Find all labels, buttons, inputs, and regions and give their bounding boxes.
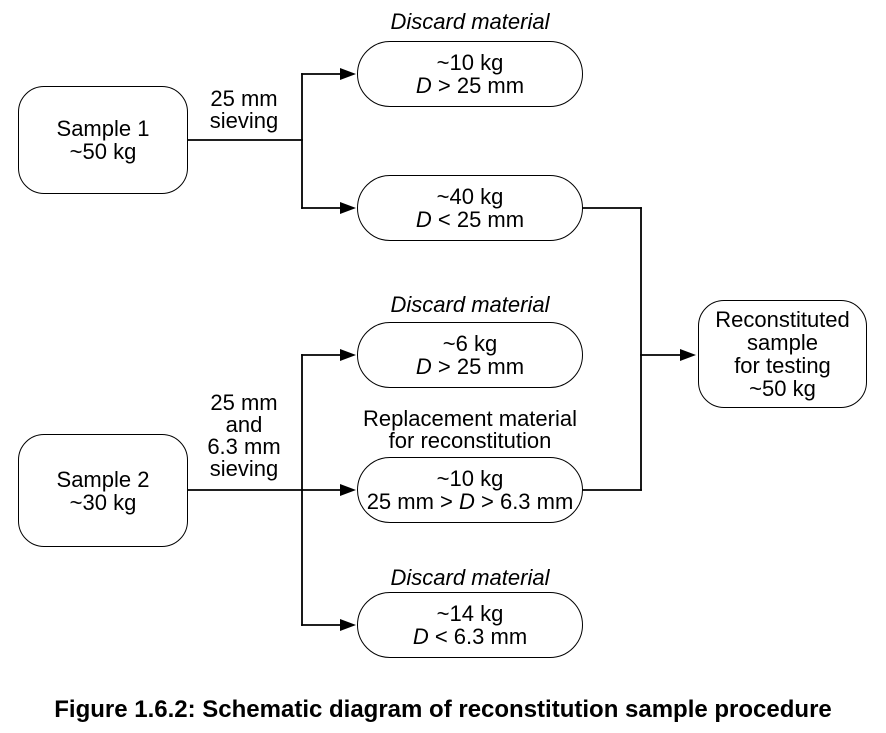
node-discard-s2-under-6-3mm: ~14 kg D < 6.3 mm <box>357 592 583 658</box>
label-discard-material-2: Discard material <box>390 292 550 317</box>
node-reconstituted-line1: Reconstituted <box>715 307 850 332</box>
node-condition: D < 6.3 mm <box>413 625 527 648</box>
node-reconstituted-line4: ~50 kg <box>749 376 816 401</box>
condition-d: D <box>459 489 475 514</box>
condition-rest: < 25 mm <box>431 207 525 232</box>
node-reconstituted-line3: for testing <box>734 353 831 378</box>
figure-caption: Figure 1.6.2: Schematic diagram of recon… <box>54 696 832 723</box>
condition-rest: > 25 mm <box>431 73 525 98</box>
node-discard-s2-over-25mm: ~6 kg D > 25 mm <box>357 322 583 388</box>
condition-rest: > 25 mm <box>431 354 525 379</box>
arrowhead-discard2 <box>340 349 356 361</box>
label-sieving-sample2-line3: 6.3 mm <box>207 434 281 459</box>
label-sieving-sample2-line1: 25 mm <box>210 390 278 415</box>
label-sieving-sample2-line4: sieving <box>209 456 279 481</box>
condition-d: D <box>412 624 429 649</box>
label-sieving-sample2-line2: and <box>225 412 263 437</box>
arrowhead-reconstituted <box>680 349 696 361</box>
node-sample-1-name: Sample 1 <box>56 116 150 141</box>
condition-rest: < 6.3 mm <box>428 624 528 649</box>
arrowhead-under25 <box>340 202 356 214</box>
arrowhead-discard1 <box>340 68 356 80</box>
condition-d: D <box>415 73 432 98</box>
node-condition: D > 25 mm <box>416 74 524 97</box>
label-discard-material-3: Discard material <box>390 565 550 590</box>
node-condition: 25 mm > D > 6.3 mm <box>367 490 574 513</box>
node-reconstituted-line2: sample <box>747 330 818 355</box>
node-weight: ~10 kg <box>436 466 504 491</box>
node-sample-1: Sample 1 ~50 kg <box>18 86 188 194</box>
node-under-25mm: ~40 kg D < 25 mm <box>357 175 583 241</box>
node-sample-2: Sample 2 ~30 kg <box>18 434 188 547</box>
node-reconstituted-sample: Reconstituted sample for testing ~50 kg <box>698 300 867 408</box>
condition-d: D <box>415 207 432 232</box>
arrowhead-replacement <box>340 484 356 496</box>
label-replacement-material: Replacement material for reconstitution <box>357 408 583 452</box>
node-replacement-material: ~10 kg 25 mm > D > 6.3 mm <box>357 457 583 523</box>
node-discard-s1-over-25mm: ~10 kg D > 25 mm <box>357 41 583 107</box>
node-sample-1-weight: ~50 kg <box>69 139 137 164</box>
node-condition: D < 25 mm <box>416 208 524 231</box>
label-sieving-sample1-line1: 25 mm <box>210 86 278 111</box>
node-sample-2-weight: ~30 kg <box>69 489 137 515</box>
label-sieving-sample1-line2: sieving <box>209 108 279 133</box>
label-sieving-sample1: 25 mm sieving <box>184 88 304 132</box>
condition-d: D <box>415 354 432 379</box>
condition-pre: 25 mm > <box>366 489 459 514</box>
node-weight: ~6 kg <box>442 331 498 356</box>
label-sieving-sample2: 25 mm and 6.3 mm sieving <box>184 392 304 480</box>
node-sample-2-name: Sample 2 <box>56 466 150 492</box>
condition-rest: > 6.3 mm <box>474 489 574 514</box>
label-replacement-material-line1: Replacement material <box>363 406 577 431</box>
label-replacement-material-line2: for reconstitution <box>388 428 552 453</box>
node-condition: D > 25 mm <box>416 355 524 378</box>
arrowhead-discard3 <box>340 619 356 631</box>
node-weight: ~40 kg <box>436 184 504 209</box>
node-weight: ~10 kg <box>436 50 504 75</box>
label-discard-material-1: Discard material <box>390 9 550 34</box>
node-weight: ~14 kg <box>436 601 504 626</box>
